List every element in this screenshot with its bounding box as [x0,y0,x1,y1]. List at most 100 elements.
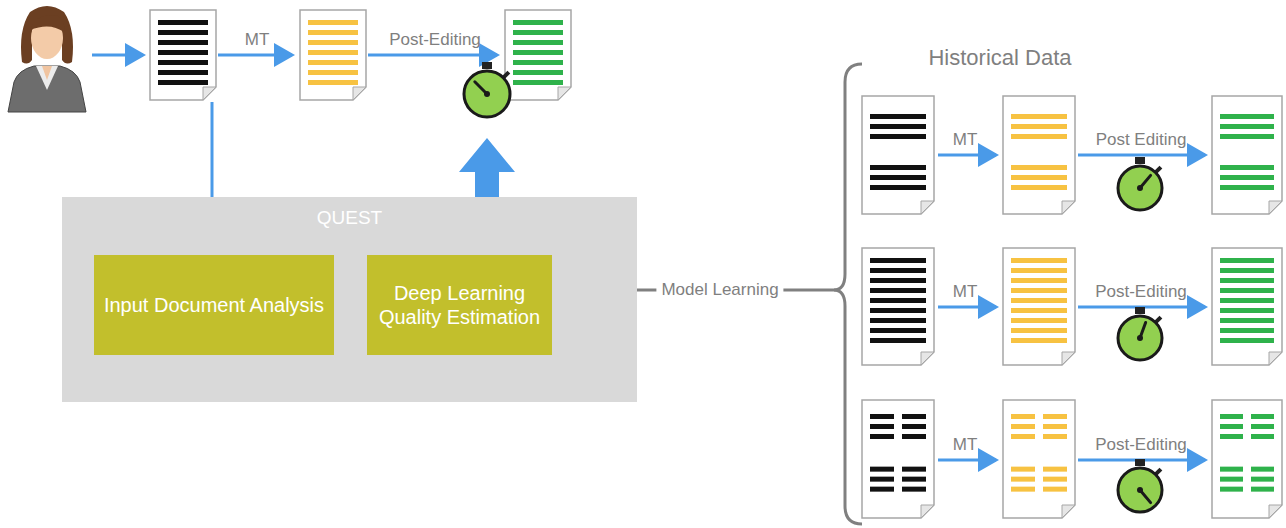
document-icon [1003,400,1075,518]
document-fold [1269,352,1282,365]
text-line [1011,487,1035,492]
text-line [902,477,926,482]
text-line [902,487,926,492]
stopwatch-face [1118,166,1162,210]
document-fold [203,87,216,100]
document-page [150,10,216,100]
box-text: Deep Learning Quality Estimation [375,281,544,329]
document-icon [1212,96,1282,214]
stopwatch-icon [1118,307,1162,360]
text-line [1251,434,1274,439]
text-line [1011,175,1067,180]
text-line [902,467,926,472]
process-box: Deep Learning Quality Estimation [367,255,552,355]
text-line [1043,487,1067,492]
text-line [1011,298,1067,303]
document-icon [862,400,934,518]
text-line [1043,424,1067,429]
text-line [513,40,563,45]
text-line [1220,338,1274,343]
text-line [513,30,563,35]
document-fold [558,87,571,100]
curly-bracket [834,64,862,524]
text-line [1220,487,1243,492]
text-line [870,114,926,119]
stopwatch-button [1135,459,1145,466]
text-line [1220,424,1243,429]
text-line [1011,278,1067,283]
text-line [1043,434,1067,439]
stopwatch-face [1118,316,1162,360]
text-line [1220,298,1274,303]
document-fold [921,201,934,214]
text-line [1220,434,1243,439]
text-line [1011,318,1067,323]
text-line [308,50,358,55]
document-fold [353,87,366,100]
text-line [870,124,926,129]
text-line [308,70,358,75]
text-line [1043,477,1067,482]
text-line [1011,424,1035,429]
document-fold [1269,201,1282,214]
text-line [870,414,894,419]
text-line [870,318,926,323]
text-line [158,20,208,25]
text-line [1011,467,1035,472]
text-line [870,434,894,439]
text-line [1043,467,1067,472]
text-line [513,80,563,85]
flow-arrow [938,459,996,462]
document-page [1212,96,1282,214]
flow-label: MT [953,130,978,150]
text-line [308,60,358,65]
text-line [1220,318,1274,323]
text-line [158,40,208,45]
flow-label: MT [953,282,978,302]
system-band: QUESTInput Document AnalysisDeep Learnin… [62,197,637,402]
document-icon [1003,96,1075,214]
document-page [1003,400,1075,518]
document-page [300,10,366,100]
document-icon [1003,248,1075,365]
document-icon [300,10,366,100]
text-line [902,424,926,429]
text-line [513,60,563,65]
text-line [1011,328,1067,333]
text-line [513,20,563,25]
text-line [1220,258,1274,263]
stopwatch-icon [1118,459,1162,512]
text-line [870,258,926,263]
stopwatch-button [482,62,492,69]
stopwatch-icon [1118,157,1162,210]
flow-arrow [1078,154,1205,157]
text-line [870,268,926,273]
stopwatch-center [1137,335,1143,341]
text-line [870,134,926,139]
stopwatch-button [1135,157,1145,164]
text-line [1220,185,1274,190]
text-line [1011,338,1067,343]
stopwatch-center [1137,487,1143,493]
text-line [1011,124,1067,129]
text-line [158,30,208,35]
document-icon [1212,248,1282,365]
text-line [1011,308,1067,313]
text-line [308,20,358,25]
text-line [1043,414,1067,419]
text-line [1011,288,1067,293]
box-text: Input Document Analysis [104,293,324,317]
text-line [870,288,926,293]
flow-label: Post Editing [1096,130,1187,150]
text-line [1011,114,1067,119]
stopwatch-center [1137,185,1143,191]
text-line [870,477,894,482]
document-page [862,248,934,365]
document-fold [921,352,934,365]
flow-label: Post-Editing [1095,435,1187,455]
text-line [870,338,926,343]
stopwatch-face [1118,468,1162,512]
text-line [870,487,894,492]
text-line [308,80,358,85]
text-line [1220,134,1274,139]
